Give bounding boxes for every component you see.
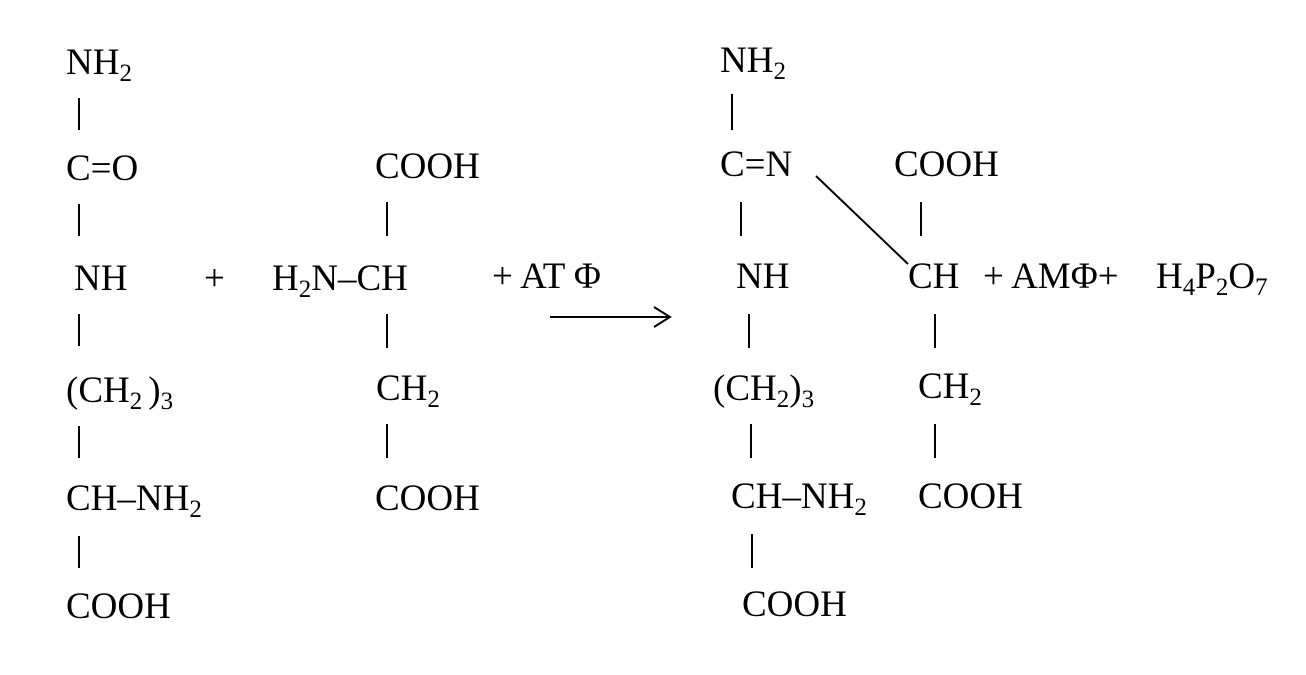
pyrophosphate-term: H4P2O7 — [1156, 256, 1268, 301]
reaction-arrow-icon — [550, 306, 672, 328]
product-bottom-carboxyl: COOH — [918, 476, 1023, 517]
aspartate-methylene-group: CH2 — [376, 368, 440, 413]
product-alpha-carbon-group: CH–NH2 — [731, 476, 867, 521]
atp-term: + AT Φ — [492, 256, 601, 297]
product-imino-group: NH — [736, 256, 790, 297]
product-left-bond-5 — [751, 534, 753, 568]
product-methylene-group: CH2 — [918, 366, 982, 411]
product-imine-group: C=N — [720, 144, 793, 185]
product-amine-group: NH2 — [720, 40, 786, 85]
citrulline-methylene-chain: (CH2)3 — [66, 370, 174, 415]
aspartate-bond-1 — [386, 202, 388, 236]
product-methylene-chain: (CH2)3 — [713, 368, 815, 413]
aspartate-bottom-carboxyl: COOH — [375, 478, 480, 519]
citrulline-bond-3 — [78, 314, 80, 346]
product-right-bond-2 — [934, 314, 936, 348]
product-top-carboxyl: COOH — [894, 144, 999, 185]
product-left-bond-2 — [740, 202, 742, 236]
citrulline-bond-5 — [78, 536, 80, 568]
product-left-bond-4 — [750, 424, 752, 458]
citrulline-carboxyl-group: COOH — [66, 586, 171, 627]
citrulline-bond-4 — [78, 426, 80, 458]
aspartate-bond-3 — [386, 424, 388, 458]
citrulline-imino-group: NH — [74, 258, 128, 299]
citrulline-alpha-carbon-group: CH–NH2 — [66, 478, 202, 523]
product-left-carboxyl: COOH — [742, 584, 847, 625]
aspartate-bond-2 — [386, 314, 388, 348]
aspartate-amine-ch-group: H2N–CH — [272, 258, 408, 303]
product-right-bond-1 — [920, 202, 922, 236]
aspartate-top-carboxyl: COOH — [375, 146, 480, 187]
citrulline-amine-group: NH2 — [66, 42, 132, 87]
citrulline-bond-1 — [78, 98, 80, 130]
plus-sign: + — [204, 258, 225, 299]
product-left-bond-3 — [748, 314, 750, 348]
product-right-bond-3 — [934, 424, 936, 458]
citrulline-carbonyl-group: C=O — [66, 148, 139, 189]
citrulline-bond-2 — [78, 204, 80, 236]
product-left-bond-1 — [731, 94, 733, 130]
product-ch-group: CH — [908, 256, 960, 297]
amp-term: + AMΦ+ — [983, 256, 1119, 297]
